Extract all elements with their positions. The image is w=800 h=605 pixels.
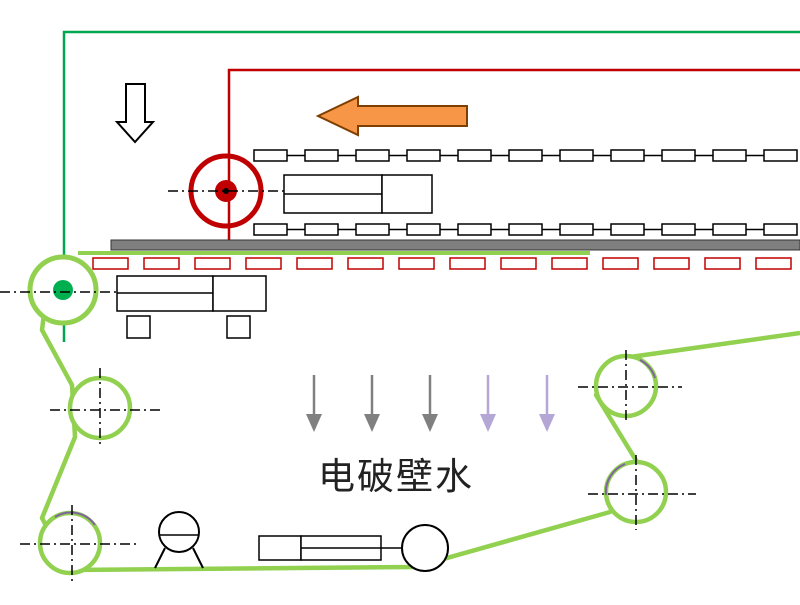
spray-arrow-5	[539, 375, 555, 432]
chain-middle-link-10	[763, 223, 798, 236]
chain-red-link-9	[551, 257, 588, 270]
spray-arrow-3	[422, 375, 438, 432]
press-roll-hub	[223, 188, 229, 194]
pump	[154, 511, 204, 569]
chain-middle-link-5	[508, 223, 543, 236]
chain-upper-link-4	[457, 149, 492, 162]
chain-red-link-4	[296, 257, 333, 270]
frame-line	[62, 30, 800, 342]
felt-roll-left-upper	[50, 368, 160, 445]
chain-middle-link-2	[355, 223, 390, 236]
chain-red-link-11	[653, 257, 690, 270]
chain-middle-link-0	[253, 223, 288, 236]
chain-red-link-6	[398, 257, 435, 270]
chain-middle-link-8	[661, 223, 696, 236]
chain-upper-link-3	[406, 149, 441, 162]
chain-red-link-7	[449, 257, 486, 270]
chain-middle-link-6	[559, 223, 594, 236]
spray-arrow-4	[480, 375, 496, 432]
chain-upper-link-6	[559, 149, 594, 162]
chain-red-link-8	[500, 257, 537, 270]
orange-left-arrow-icon	[315, 95, 468, 137]
guide-roll-left-center	[53, 280, 73, 300]
chain-upper-link-8	[661, 149, 696, 162]
chain-middle-link-9	[712, 223, 747, 236]
spray-arrows	[306, 375, 555, 432]
chain-upper-row	[253, 149, 798, 162]
chain-middle-link-7	[610, 223, 645, 236]
chain-red-link-5	[347, 257, 384, 270]
spray-arrow-1	[306, 375, 322, 432]
chain-red-link-3	[245, 257, 282, 270]
chain-red-link-13	[755, 257, 792, 270]
chain-middle-link-3	[406, 223, 441, 236]
hollow-down-arrow-icon	[114, 83, 156, 144]
chain-upper-link-0	[253, 149, 288, 162]
chain-lower-red-row	[92, 257, 792, 270]
electric-wall-breaking-water-label: 电破壁水	[318, 455, 474, 498]
chain-middle-link-4	[457, 223, 492, 236]
chain-red-link-0	[92, 257, 129, 270]
chain-upper-link-2	[355, 149, 390, 162]
bottom-motor	[258, 524, 449, 572]
chain-red-link-10	[602, 257, 639, 270]
felt-roll-right-lower	[588, 455, 696, 530]
chain-middle-row	[253, 223, 798, 236]
chain-upper-link-7	[610, 149, 645, 162]
felt-roll-left-lower	[20, 505, 138, 585]
chain-upper-link-1	[304, 149, 339, 162]
spray-arrow-2	[364, 375, 380, 432]
chain-red-link-12	[704, 257, 741, 270]
felt-roll-right-upper	[578, 350, 682, 422]
chain-upper-link-5	[508, 149, 543, 162]
chain-red-link-2	[194, 257, 231, 270]
drive-cart	[116, 275, 267, 339]
chain-middle-link-1	[304, 223, 339, 236]
press-cylinder	[283, 174, 433, 214]
board-plate	[110, 239, 800, 251]
chain-upper-link-9	[712, 149, 747, 162]
chain-red-link-1	[143, 257, 180, 270]
chain-upper-link-10	[763, 149, 798, 162]
